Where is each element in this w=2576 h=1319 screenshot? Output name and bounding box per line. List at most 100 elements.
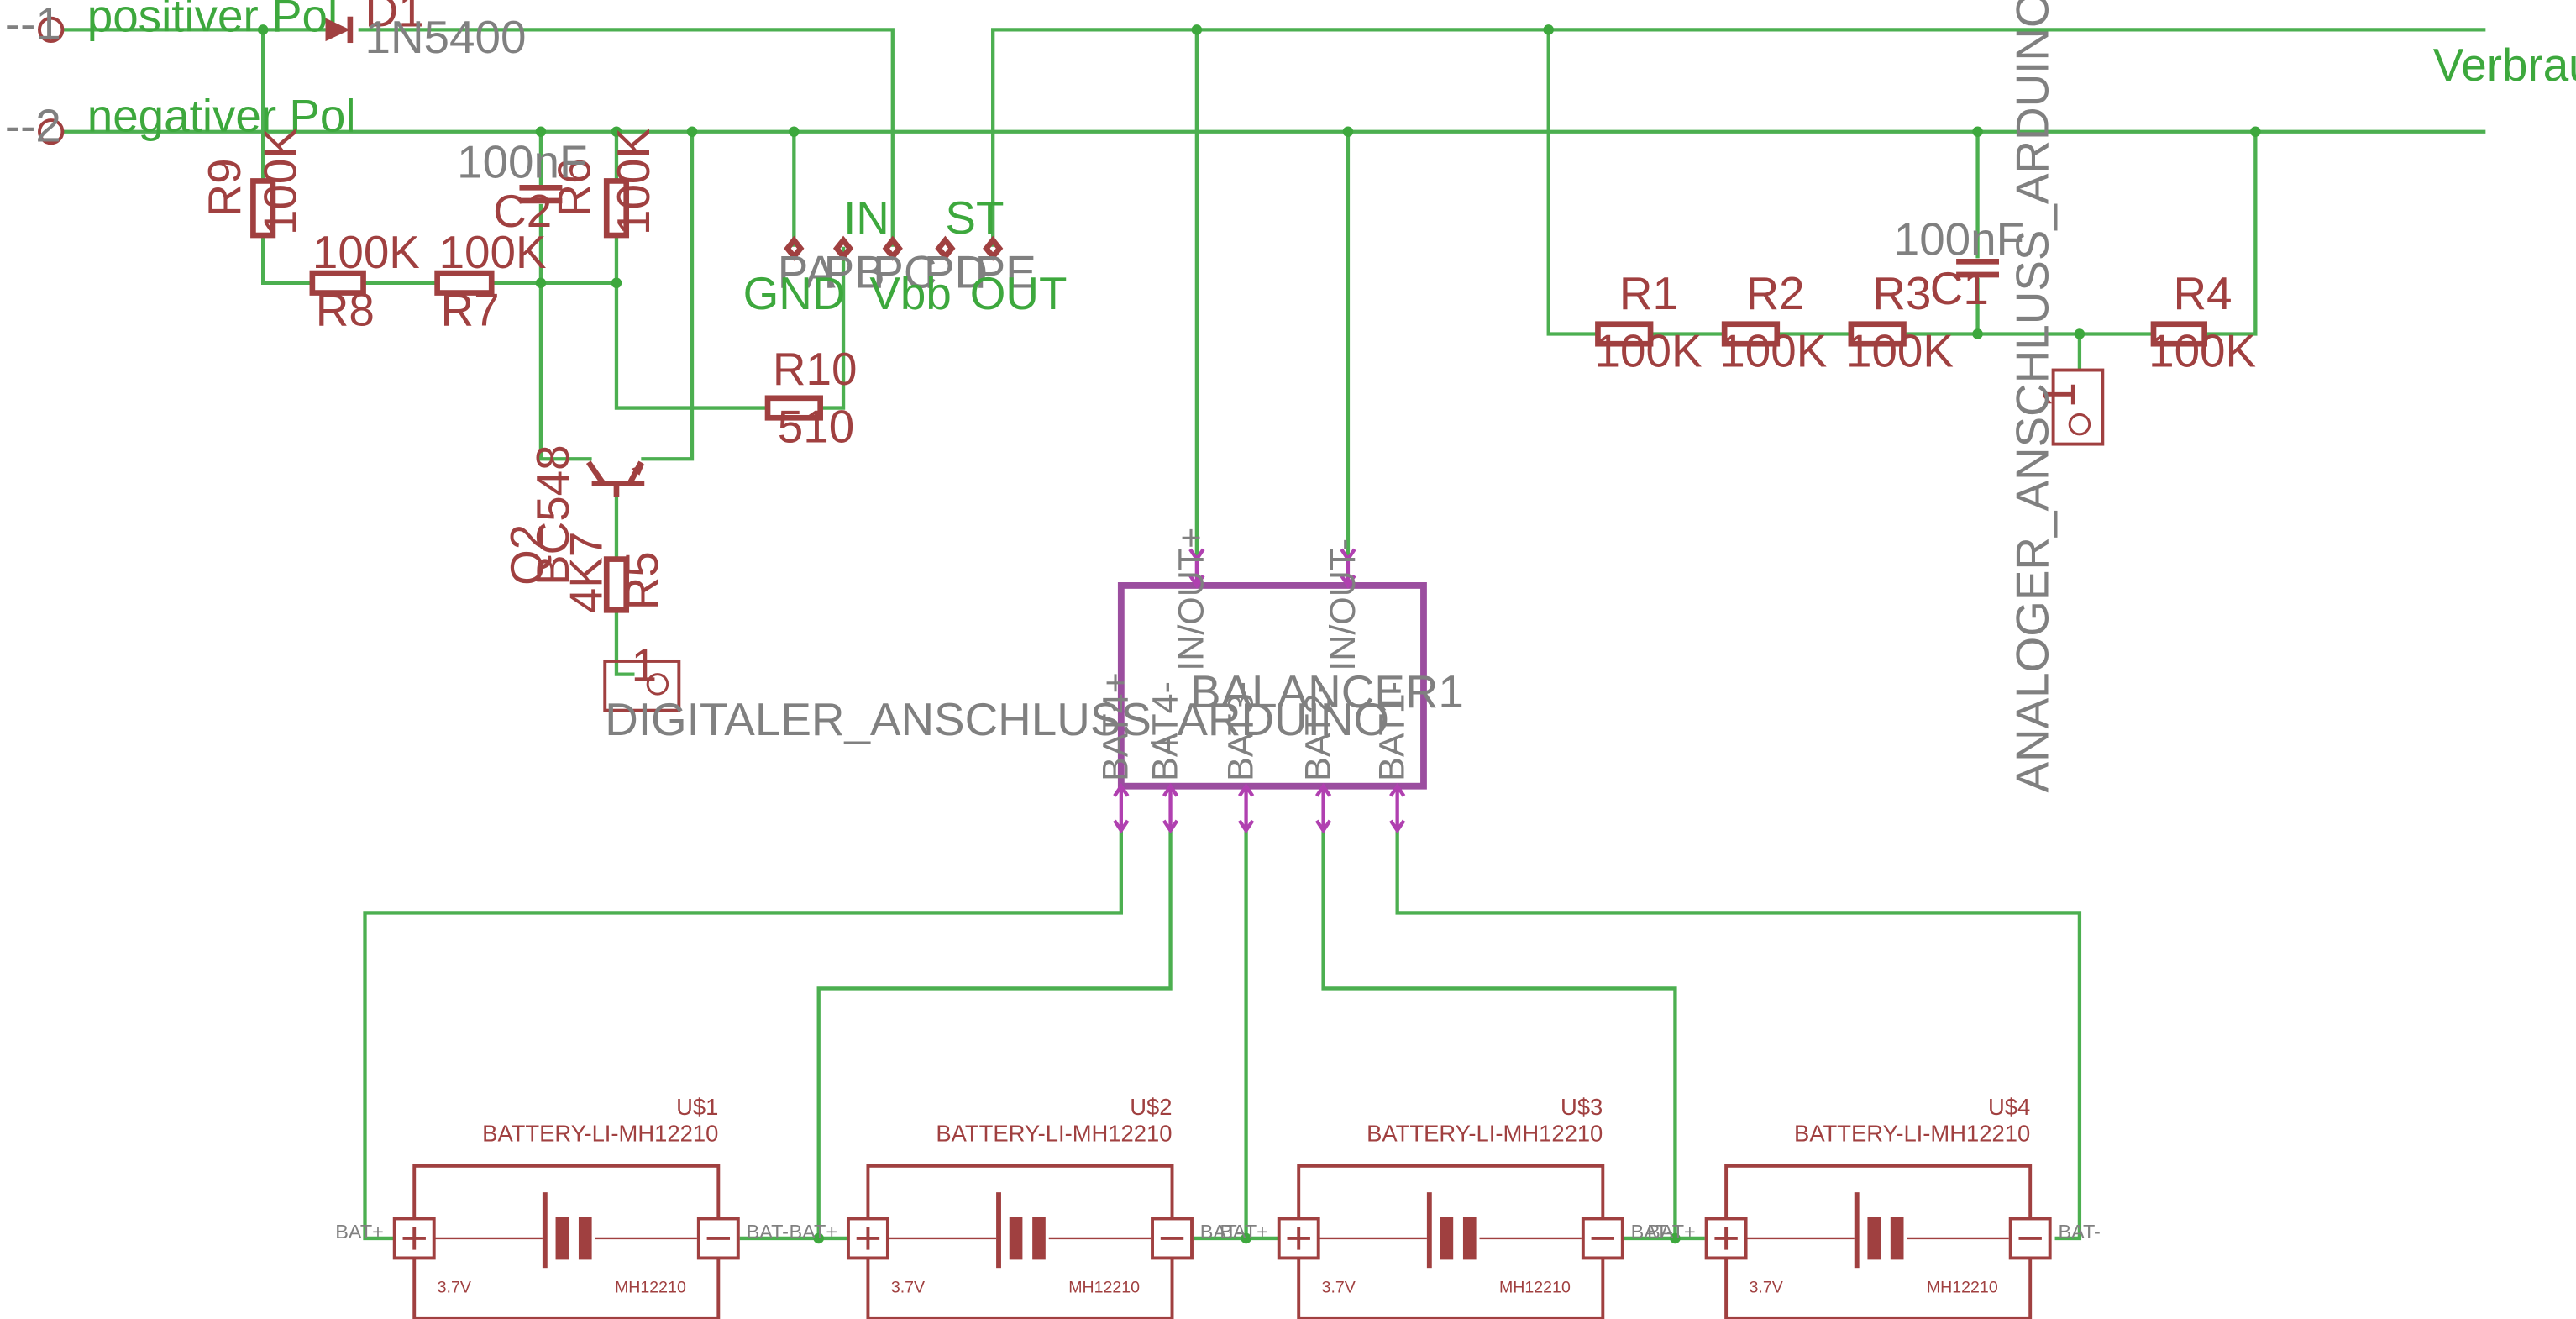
resistor-r9[interactable]: R9 100K [198, 128, 307, 239]
battery-pin-minus-label: BAT- [1200, 1221, 1242, 1243]
battery-pin-plus-label: BAT+ [335, 1221, 384, 1243]
cell-plate-short-2 [578, 1217, 592, 1260]
r9-name: R9 [198, 158, 250, 217]
battery-part: BATTERY-LI-MH12210 [482, 1120, 718, 1146]
pin-bat4-minus: BAT4- [1145, 681, 1185, 781]
r5-name: R5 [616, 551, 668, 610]
r3-name: R3 [1872, 267, 1931, 319]
cell-plate-short [1867, 1217, 1881, 1260]
capacitor-c2[interactable]: 100nF C2 [457, 136, 587, 238]
r1-name: R1 [1619, 267, 1678, 319]
pin-pc-label: PC [873, 246, 936, 298]
diode-d1[interactable]: D1 1N5400 [325, 0, 527, 63]
pin-bat4-plus: BAT4+ [1096, 672, 1136, 781]
pin-pa-label: PA [778, 246, 836, 298]
battery-voltage: 3.7V [1750, 1279, 1783, 1297]
pin-st-label: ST [945, 192, 1004, 244]
battery-part: BATTERY-LI-MH12210 [1367, 1120, 1603, 1146]
resistor-r3[interactable]: R3 100K [1846, 267, 1954, 377]
resistor-r6[interactable]: R6 100K [548, 128, 659, 239]
r10-name: R10 [773, 343, 858, 395]
net1-label: --1 [5, 0, 61, 50]
positive-pole-label: positiver Pol [87, 0, 338, 41]
transistor-q2[interactable]: Q2 BC548 [501, 444, 645, 586]
pin-pd-label: PD [924, 246, 988, 298]
resistor-r7[interactable]: 100K R7 [434, 226, 547, 336]
net-terminal-2[interactable]: --2 [5, 99, 65, 151]
net-terminal-1[interactable]: --1 [5, 0, 65, 50]
plus-icon [1287, 1227, 1310, 1250]
resistor-r5[interactable]: 4K7 R5 [559, 532, 668, 614]
battery-part: BATTERY-LI-MH12210 [1794, 1120, 2030, 1146]
junctions [257, 24, 2261, 1244]
battery-voltage: 3.7V [438, 1279, 471, 1297]
battery-voltage: 3.7V [1322, 1279, 1356, 1297]
d1-value: 1N5400 [365, 11, 527, 63]
plus-icon [1714, 1227, 1738, 1250]
r8-value: 100K [312, 226, 420, 278]
q2-value: BC548 [527, 444, 579, 586]
battery-voltage: 3.7V [891, 1279, 925, 1297]
pin-bat2: BAT2- [1298, 681, 1338, 781]
battery-ref: U$3 [1561, 1094, 1603, 1120]
battery-ref: U$1 [676, 1094, 718, 1120]
connector-digital[interactable]: 1 DIGITALER_ANSCHLUSS_ARDUINO [603, 638, 1389, 745]
battery-ref: U$4 [1988, 1094, 2030, 1120]
cell-plate-short-2 [1462, 1217, 1477, 1260]
cell-plate-short-2 [1032, 1217, 1046, 1260]
resistor-r1[interactable]: R1 100K [1595, 267, 1702, 377]
battery-pin-plus-label: BAT+ [1647, 1221, 1696, 1243]
pin-vbb-label: Vbb [869, 267, 952, 319]
pin-io-minus: IN/OUT- [1323, 539, 1363, 671]
balancer-name: BALANCER1 [1190, 665, 1464, 717]
pin-pe-label: PE [975, 246, 1036, 298]
resistor-r8[interactable]: 100K R8 [309, 226, 420, 336]
pin-gnd-label: GND [743, 267, 846, 319]
r10-value: 510 [778, 401, 854, 453]
r7-name: R7 [441, 284, 500, 336]
r9-value: 100K [254, 128, 306, 235]
cell-plate-long [1426, 1192, 1432, 1269]
r3-value: 100K [1846, 325, 1954, 377]
r6-value: 100K [607, 128, 659, 235]
balancer-module[interactable]: BALANCER1 IN/OUT+ IN/OUT- BAT4+ BAT4- BA… [1096, 528, 1464, 834]
connector-analog[interactable]: 1 ANALOGER_ANSCHLUSS_ARDUINO [2007, 0, 2105, 793]
load-label: Verbraucher [2433, 39, 2576, 91]
c1-name: C1 [1930, 262, 1989, 314]
c2-value: 100nF [457, 136, 587, 188]
wires [62, 28, 2486, 1241]
r5-value: 4K7 [559, 532, 611, 614]
net2-label: --2 [5, 99, 61, 151]
r2-name: R2 [1746, 267, 1805, 319]
balancer-pin-arrows [1113, 548, 1406, 834]
resistor-r4[interactable]: R4 100K [2148, 267, 2256, 377]
capacitor-c1[interactable]: 100nF C1 [1894, 213, 2024, 315]
negative-pole-label: negativer Pol [87, 90, 356, 142]
pin-pb-label: PB [824, 246, 885, 298]
r4-value: 100K [2148, 325, 2256, 377]
pin-in-label: IN [843, 192, 889, 244]
battery-pin-plus-label: BAT+ [789, 1221, 837, 1243]
battery-pin-minus-label: BAT- [1631, 1221, 1673, 1243]
battery-model: MH12210 [1068, 1279, 1140, 1297]
cell-plate-short [1440, 1217, 1454, 1260]
resistor-r2[interactable]: R2 100K [1719, 267, 1827, 377]
pin-bat1: BAT1- [1372, 681, 1412, 781]
r7-value: 100K [439, 226, 547, 278]
battery-model: MH12210 [1499, 1279, 1571, 1297]
resistor-r10[interactable]: R10 510 [764, 343, 858, 453]
cell-plate-long [1854, 1192, 1860, 1269]
cell-plate-short [1009, 1217, 1023, 1260]
battery-ref: U$2 [1130, 1094, 1172, 1120]
analog-pin-number: 1 [2033, 382, 2085, 407]
c1-value: 100nF [1894, 213, 2024, 265]
d1-name: D1 [365, 0, 424, 36]
battery-model: MH12210 [615, 1279, 686, 1297]
battery-model: MH12210 [1927, 1279, 1998, 1297]
